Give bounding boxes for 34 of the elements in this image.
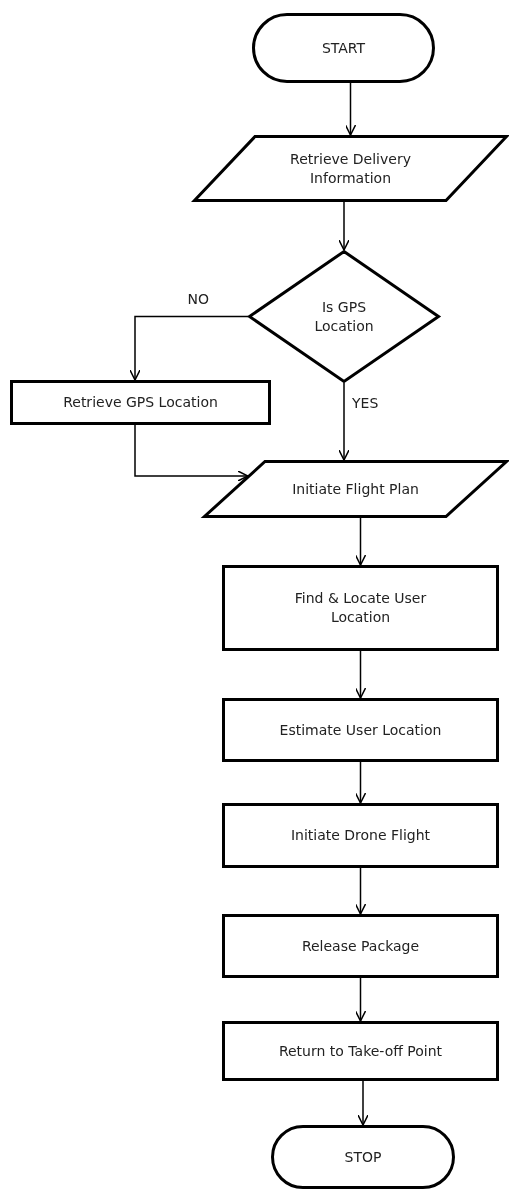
- arrow: [357, 1080, 369, 1126]
- step-label: Is GPS Location: [313, 297, 375, 336]
- step-label: Estimate User Location: [279, 720, 442, 740]
- step-label: Return to Take-off Point: [278, 1041, 443, 1061]
- arrow: [354, 517, 367, 566]
- input-output-shape: [203, 460, 508, 518]
- arrow: [344, 82, 357, 136]
- terminal-shape: [252, 13, 435, 83]
- terminal-shape: [271, 1125, 455, 1189]
- input-output-shape: [193, 135, 508, 202]
- arrow: [354, 650, 367, 699]
- arrow: [338, 201, 350, 251]
- process-box: [222, 565, 499, 651]
- step-label: Initiate Drone Flight: [290, 826, 431, 845]
- decision-diamond: [248, 250, 440, 383]
- step-label: Find & Locate User Location: [293, 589, 428, 627]
- process-box: [222, 803, 499, 868]
- arrow: [338, 382, 350, 461]
- step-label: Initiate Flight Plan: [292, 479, 419, 499]
- step-label: Retrieve GPS Location: [63, 393, 218, 412]
- process-box: [222, 1021, 499, 1081]
- step-label: START: [321, 38, 366, 58]
- arrow: [129, 315, 249, 381]
- process-box: [222, 914, 499, 978]
- arrow: [354, 977, 367, 1022]
- process-box: [222, 698, 499, 762]
- arrow: [134, 424, 249, 482]
- step-label: Retrieve Delivery Information: [289, 149, 412, 188]
- arrow: [354, 761, 367, 804]
- edge-label: YES: [350, 395, 381, 411]
- arrow: [354, 867, 367, 915]
- process-box: [10, 380, 271, 425]
- step-label: Release Package: [301, 936, 420, 956]
- step-label: STOP: [344, 1147, 382, 1167]
